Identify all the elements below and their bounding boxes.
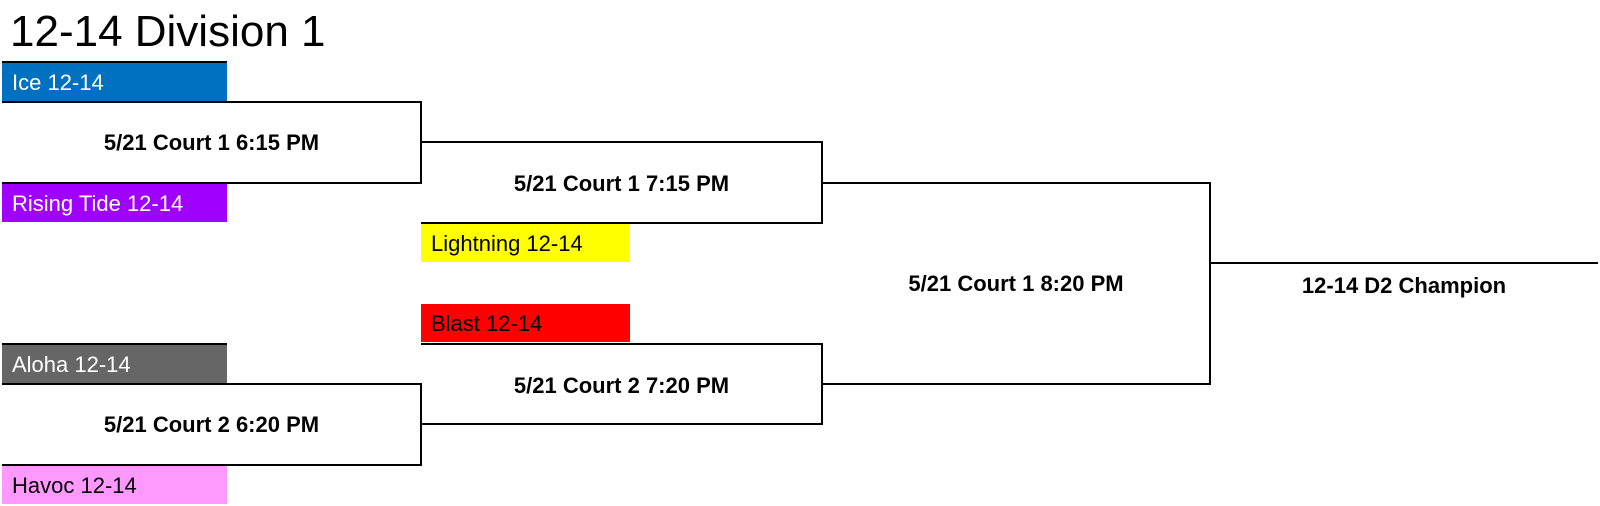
team-slot-havoc: Havoc 12-14 (2, 466, 227, 504)
game-label-r2-bottom: 5/21 Court 2 7:20 PM (513, 373, 730, 398)
game-label-champion: 12-14 D2 Champion (1301, 273, 1507, 298)
game-label-r2-top: 5/21 Court 1 7:15 PM (513, 171, 730, 196)
game-label-r1-bottom: 5/21 Court 2 6:20 PM (103, 412, 320, 437)
team-slot-aloha: Aloha 12-14 (2, 345, 227, 383)
bracket-line-final (822, 182, 1211, 385)
team-slot-rising-tide: Rising Tide 12-14 (2, 184, 227, 222)
game-label-r1-top: 5/21 Court 1 6:15 PM (103, 130, 320, 155)
team-slot-ice: Ice 12-14 (2, 63, 227, 101)
team-slot-lightning: Lightning 12-14 (421, 224, 630, 262)
bracket-title: 12-14 Division 1 (10, 7, 326, 56)
team-slot-blast: Blast 12-14 (421, 304, 630, 342)
game-label-final: 5/21 Court 1 8:20 PM (908, 271, 1124, 296)
